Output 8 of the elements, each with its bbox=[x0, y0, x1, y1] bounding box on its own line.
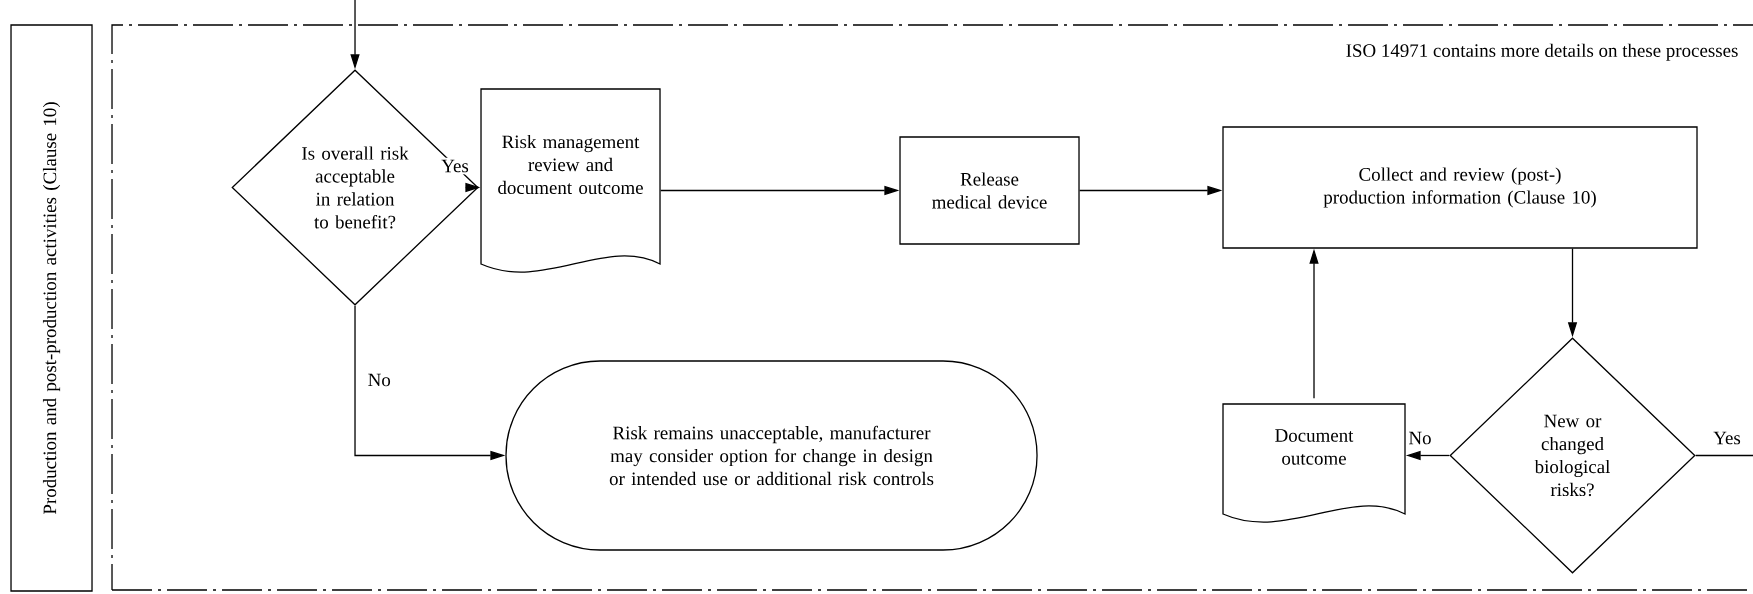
edge-label: No bbox=[1406, 429, 1434, 447]
process-box: Release medical device bbox=[899, 136, 1080, 245]
edge-label: Yes bbox=[1711, 429, 1743, 447]
edge-label: No bbox=[365, 371, 393, 389]
process-box: Collect and review (post-) production information (Clause 10) bbox=[1222, 126, 1698, 249]
side-label-box: Production and post-production activities (Clause 10) bbox=[10, 24, 93, 592]
note-text: ISO 14971 contains more details on these processes bbox=[1346, 43, 1738, 61]
edge-label: Yes bbox=[439, 157, 471, 175]
